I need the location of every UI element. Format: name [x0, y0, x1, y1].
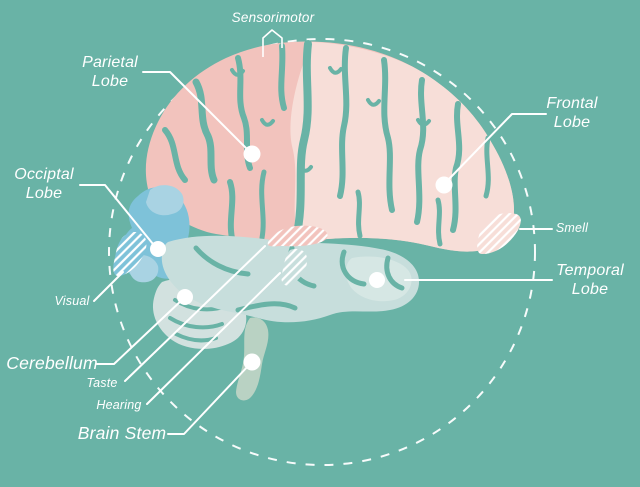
occipital-marker-dot — [150, 241, 166, 257]
leader-lines — [79, 71, 553, 435]
sensorimotor-label: Sensorimotor — [231, 10, 315, 25]
hearing-leader-line — [146, 272, 281, 405]
visual-hatched-region — [113, 232, 147, 277]
visual-leader-line — [93, 271, 124, 302]
frontal-lobe-label: Frontal Lobe — [546, 95, 598, 131]
parietal-lobe-label: Parietal Lobe — [82, 54, 138, 90]
occipital-highlight-upper — [146, 185, 184, 216]
frontal-leader-line — [448, 113, 547, 180]
visual-label: Visual — [54, 294, 90, 308]
brain-stem-marker-dot — [243, 353, 261, 371]
occipital-lobe-label: Occiptal Lobe — [14, 166, 74, 202]
brain-stem-leader-line — [167, 363, 251, 435]
marker-dots — [150, 145, 453, 371]
parietal-leader-line — [142, 71, 251, 153]
sensorimotor-bracket — [262, 29, 283, 57]
smell-hatched-region — [477, 212, 521, 254]
taste-hatched-region — [267, 225, 328, 247]
smell-label: Smell — [555, 221, 589, 235]
cerebellum-leader-line — [96, 298, 184, 365]
cerebellum-marker-dot — [177, 289, 193, 305]
brain-stem-label: Brain Stem — [77, 423, 167, 443]
taste-leader-line — [124, 245, 266, 382]
taste-label: Taste — [86, 376, 118, 390]
temporal-marker-dot — [369, 272, 385, 288]
cerebellum-label: Cerebellum — [6, 353, 98, 373]
parietal-marker-dot — [243, 145, 261, 163]
hearing-hatched-region — [281, 248, 308, 286]
temporal-lobe-label: Temporal Lobe — [556, 262, 624, 298]
occipital-leader-line — [79, 184, 154, 245]
dashed-orbit-circle — [108, 38, 536, 466]
frontal-marker-dot — [435, 176, 453, 194]
hearing-label: Hearing — [96, 398, 142, 412]
